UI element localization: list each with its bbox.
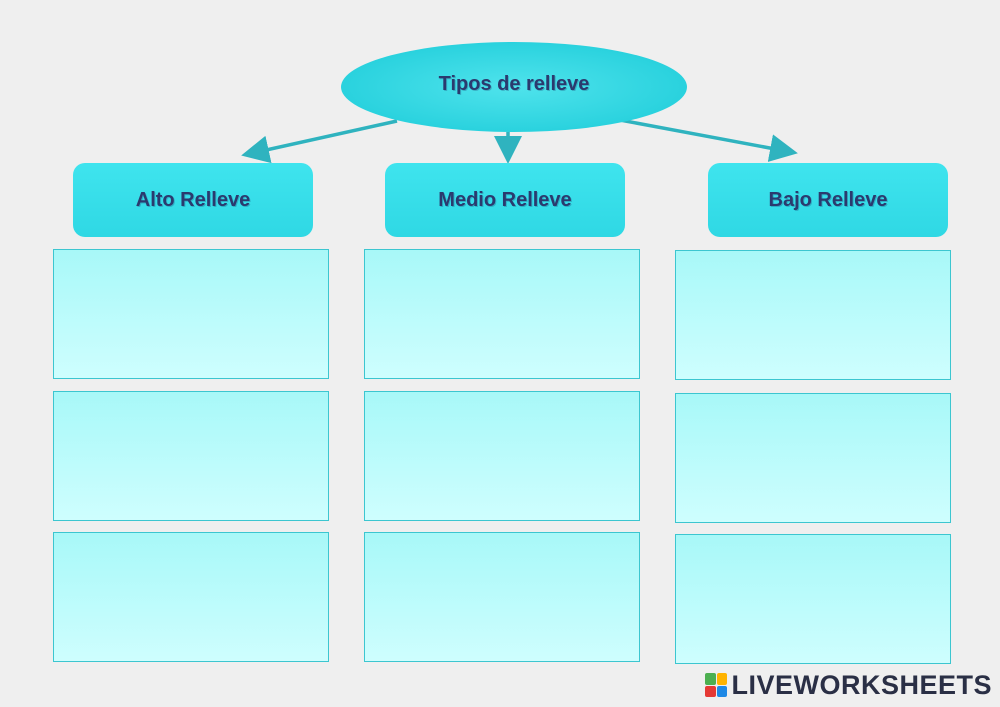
answer-box-bajo-2[interactable] <box>675 393 951 523</box>
heading-box-alto: Alto Relleve <box>73 163 313 237</box>
heading-alto-relleve: Alto Relleve <box>135 188 251 211</box>
answer-box-medio-3[interactable] <box>364 532 640 662</box>
answer-box-bajo-3[interactable] <box>675 534 951 664</box>
answer-box-bajo-1[interactable] <box>675 250 951 380</box>
heading-box-bajo: Bajo Relleve <box>708 163 948 237</box>
heading-bajo-relleve: Bajo Relleve <box>768 188 888 211</box>
answer-box-alto-2[interactable] <box>53 391 329 521</box>
title-oval: Tipos de relleve <box>341 42 687 132</box>
answer-box-medio-1[interactable] <box>364 249 640 379</box>
liveworksheets-logo-icon <box>705 673 728 697</box>
answer-box-alto-1[interactable] <box>53 249 329 379</box>
footer-branding: LIVEWORKSHEETS <box>705 669 992 700</box>
arrow-right <box>619 118 798 162</box>
heading-box-medio: Medio Relleve <box>385 163 625 237</box>
diagram-title: Tipos de relleve <box>438 72 590 95</box>
brand-name: LIVEWORKSHEETS <box>731 669 992 700</box>
heading-medio-relleve: Medio Relleve <box>438 188 572 211</box>
arrow-left <box>241 119 398 164</box>
answer-box-alto-3[interactable] <box>53 532 329 662</box>
answer-box-medio-2[interactable] <box>364 391 640 521</box>
